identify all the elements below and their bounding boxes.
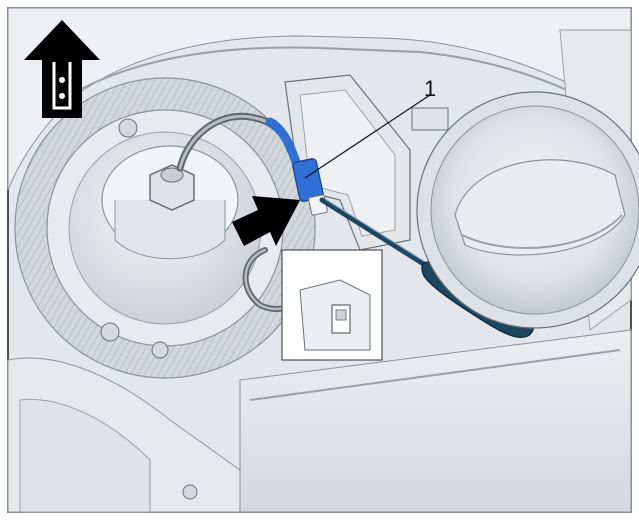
screwdriver-shaft (319, 197, 433, 271)
screwdriver-shaft-shine (324, 198, 431, 266)
terminal-stud (160, 167, 184, 183)
mounting-screw-bottom (100, 322, 120, 342)
bulb-socket-collar (114, 200, 226, 260)
pointer-arrow-icon (232, 196, 300, 246)
housing-lower-ledge (249, 349, 621, 401)
housing-upper-shell (7, 7, 632, 191)
connector-locking-tab (308, 194, 328, 216)
callout-leader-line (304, 94, 431, 179)
mounting-screw-lower (151, 341, 169, 359)
housing-lower-screw (182, 484, 198, 500)
headlamp-cap-grip-edge (461, 214, 623, 249)
housing-lower-right-shell (239, 329, 632, 513)
detail-inset-slot-tab (335, 309, 347, 321)
headlamp-cap-grip (454, 159, 626, 256)
up-arrow-icon (24, 20, 100, 118)
mounting-screw-left (118, 118, 138, 138)
callout-number-1: 1 (424, 76, 436, 101)
housing-lower-left-panel (19, 398, 151, 513)
bracket-clip (411, 107, 449, 131)
